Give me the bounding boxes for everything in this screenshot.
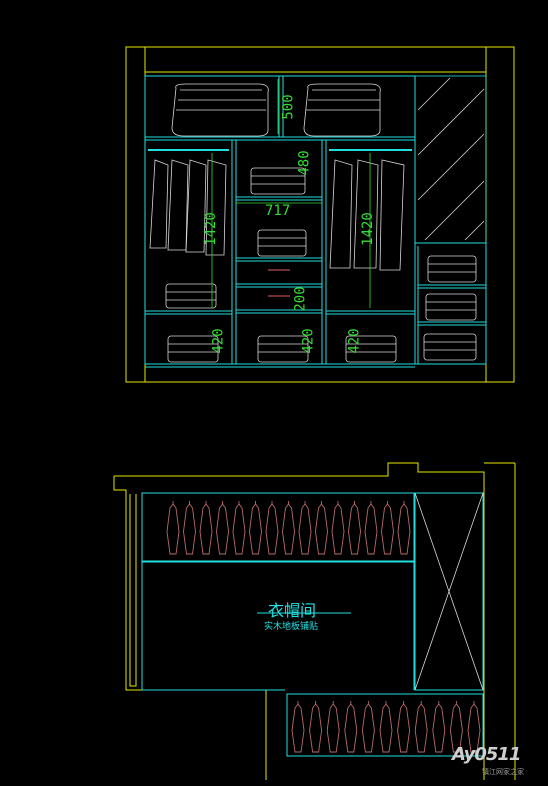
hanger-mark	[166, 501, 180, 555]
hanger-mark	[232, 501, 246, 555]
dim-420-left: 420	[210, 328, 227, 354]
plan-hangers-bottom	[291, 701, 481, 753]
hanger-mark	[397, 701, 411, 753]
hanger-mark	[249, 501, 262, 555]
hanging-clothes	[149, 159, 405, 271]
hanger-mark	[291, 701, 305, 753]
plan-interior	[141, 492, 484, 757]
wardrobe-carcass	[144, 75, 487, 368]
top-storage-bags	[171, 83, 381, 137]
dim-500: 500	[280, 94, 297, 120]
hanger-mark	[265, 501, 279, 555]
hanger-mark	[315, 501, 328, 555]
room-name-label: 衣帽间	[268, 601, 317, 620]
hanger-mark	[344, 701, 358, 753]
hanger-mark	[282, 501, 295, 555]
watermark-logo: Ay0511	[452, 744, 521, 765]
elevation-view	[125, 46, 515, 383]
hanger-mark	[183, 501, 196, 555]
hanger-mark	[326, 701, 340, 753]
elevation-outer-frame	[125, 46, 515, 383]
hanger-mark	[361, 701, 375, 753]
dim-420-right: 420	[346, 328, 363, 354]
hanger-mark	[298, 501, 312, 555]
dim-717: 717	[265, 203, 291, 219]
hanger-mark	[449, 701, 463, 753]
hanger-mark	[414, 701, 428, 753]
dim-480: 480	[296, 150, 313, 176]
hanger-mark	[381, 501, 394, 555]
plan-hangers-top	[166, 501, 411, 555]
plan-walls	[113, 462, 516, 780]
hanger-mark	[216, 501, 229, 555]
hanger-mark	[348, 501, 361, 555]
hanger-mark	[432, 701, 446, 753]
plan-view	[113, 462, 516, 780]
folded-clothes	[165, 167, 477, 363]
dimension-lines	[211, 79, 371, 308]
watermark-subtitle: 镇江网家之家	[482, 768, 524, 776]
dim-1420-left: 1420	[202, 212, 219, 246]
hanger-mark	[364, 501, 378, 555]
hanger-mark	[467, 701, 481, 753]
hanger-mark	[397, 501, 411, 555]
dim-420-middle: 420	[300, 328, 317, 354]
hatch-panel	[414, 75, 487, 244]
hanger-mark	[379, 701, 393, 753]
dim-200: 200	[292, 286, 309, 312]
hanger-mark	[309, 701, 323, 753]
hanger-mark	[331, 501, 345, 555]
dim-1420-right: 1420	[359, 212, 376, 246]
floor-note-label: 实木地板铺贴	[264, 622, 319, 632]
hanger-mark	[199, 501, 213, 555]
